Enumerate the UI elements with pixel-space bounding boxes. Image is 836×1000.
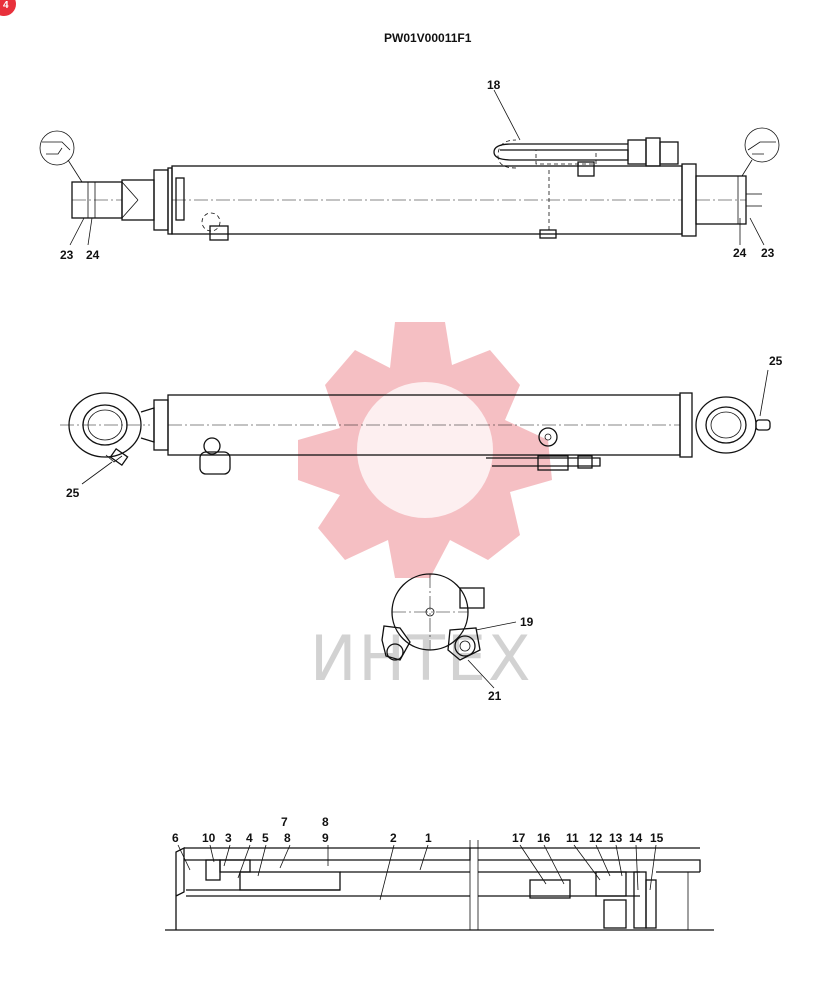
right-detail-circle	[744, 127, 780, 163]
rod-gland	[153, 169, 169, 231]
right-eye	[695, 396, 757, 454]
label-24-left: 24	[86, 248, 100, 262]
drawing-code: PW01V00011F1	[384, 31, 472, 45]
bottom-view-cylinder	[60, 369, 771, 485]
label-11: 11	[566, 831, 579, 845]
cylinder-head	[681, 163, 697, 237]
label-17: 17	[512, 831, 526, 845]
label-8: 8	[284, 831, 291, 845]
section-view	[165, 840, 714, 931]
label-13: 13	[609, 831, 623, 845]
label-12: 12	[589, 831, 603, 845]
section-gland	[205, 859, 221, 881]
label-6: 6	[172, 831, 179, 845]
label-14: 14	[629, 831, 643, 845]
label-9: 9	[322, 831, 329, 845]
label-18: 18	[487, 78, 501, 92]
label-25-right: 25	[769, 354, 783, 368]
left-detail-circle	[39, 130, 75, 166]
label-1: 1	[425, 831, 432, 845]
label-15: 15	[650, 831, 664, 845]
section-piston	[595, 871, 627, 897]
label-5: 5	[262, 831, 269, 845]
label-8-top: 8	[322, 815, 329, 829]
end-view	[381, 573, 517, 689]
label-4: 4	[246, 831, 253, 845]
label-10: 10	[202, 831, 216, 845]
hydraulic-pipe	[493, 143, 629, 161]
label-19: 19	[520, 615, 534, 629]
badge-number: 4	[3, 0, 9, 11]
label-23-left: 23	[60, 248, 74, 262]
label-23-right: 23	[761, 246, 775, 260]
label-2: 2	[390, 831, 397, 845]
watermark: ИНТЕХ	[298, 322, 552, 695]
label-21: 21	[488, 689, 502, 703]
label-3: 3	[225, 831, 232, 845]
corner-badge: 4	[0, 0, 16, 16]
label-25-left: 25	[66, 486, 80, 500]
watermark-gear-hole	[357, 382, 493, 518]
watermark-text: ИНТЕХ	[310, 622, 533, 695]
section-barrel-wall	[184, 847, 471, 861]
label-16: 16	[537, 831, 551, 845]
label-24-right: 24	[733, 246, 747, 260]
clamp	[381, 625, 411, 661]
top-view-cylinder	[39, 89, 780, 246]
section-piston-rod	[239, 871, 341, 891]
label-7: 7	[281, 815, 288, 829]
badge-circle	[0, 0, 16, 16]
